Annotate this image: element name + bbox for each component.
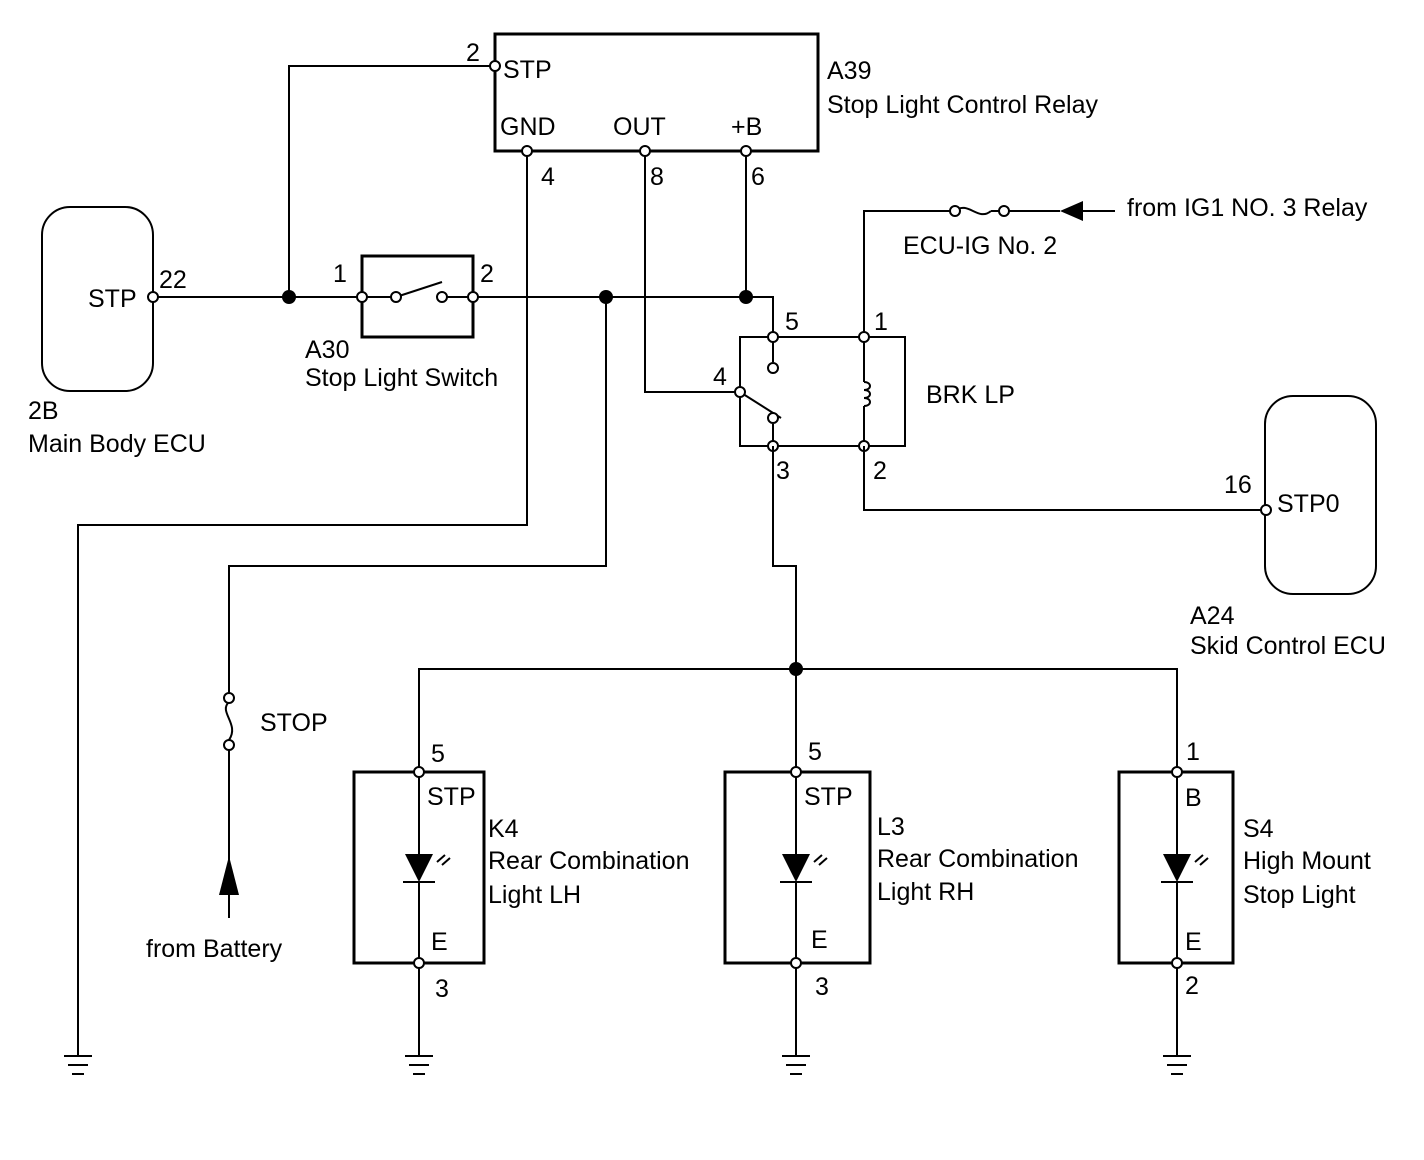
- wires-brk: [418, 446, 1266, 772]
- light-k4-top-label: STP: [427, 783, 476, 811]
- light-s4-code: S4: [1243, 815, 1274, 843]
- relay-gnd-label: GND: [500, 113, 556, 141]
- light-s4: 1 B E 2 S4 High Mount Stop Light: [1117, 738, 1371, 1055]
- light-emission-icon: [436, 854, 451, 866]
- relay-b-label: +B: [731, 113, 762, 141]
- stop-fuse: STOP from Battery: [146, 692, 328, 963]
- ig-source-arrow-icon: [1060, 201, 1083, 221]
- junction-dots: [282, 290, 803, 676]
- brk-lp-box: [739, 336, 906, 447]
- relay-a39-name: Stop Light Control Relay: [827, 91, 1098, 119]
- light-l3: 5 STP E 3 L3 Rear Combination Light RH: [723, 738, 1079, 1055]
- light-s4-name-line2: Stop Light: [1243, 881, 1356, 909]
- wires-main: [77, 65, 774, 1055]
- main-body-ecu-pin-number: 22: [159, 266, 187, 294]
- relay-b-pin-number: 6: [751, 163, 765, 191]
- switch-a30-name: Stop Light Switch: [305, 364, 498, 392]
- switch-pin1-number: 1: [333, 260, 347, 288]
- skid-ecu-code: A24: [1190, 602, 1235, 630]
- brk-lp-pin5-number: 5: [785, 308, 799, 336]
- brk-lp-pin2-number: 2: [873, 457, 887, 485]
- switch-pin2-number: 2: [480, 260, 494, 288]
- relay-a39-box: [493, 32, 820, 153]
- light-s4-name-line1: High Mount: [1243, 847, 1371, 875]
- light-s4-bottom-label: E: [1185, 928, 1202, 956]
- light-k4-bottom-label: E: [431, 928, 448, 956]
- brk-lp-label: BRK LP: [926, 381, 1015, 409]
- relay-stp-label: STP: [503, 56, 552, 84]
- skid-control-ecu: STP0 16 A24 Skid Control ECU: [1190, 395, 1386, 660]
- ground-icon: [64, 1055, 92, 1075]
- light-l3-bottom-pin-number: 3: [815, 973, 829, 1001]
- brk-lp-pin3-number: 3: [776, 457, 790, 485]
- light-k4-name-line2: Light LH: [488, 881, 581, 909]
- light-k4: 5 STP E 3 K4 Rear Combination Light LH: [352, 740, 690, 1055]
- main-body-ecu-name: Main Body ECU: [28, 430, 206, 458]
- ground-symbols: [64, 1055, 1191, 1075]
- main-body-ecu: STP 22 2B Main Body ECU: [28, 206, 206, 458]
- relay-stp-pin-number: 2: [466, 39, 480, 67]
- stop-light-switch: 1 2 A30 Stop Light Switch: [305, 254, 498, 392]
- light-emission-icon: [1194, 854, 1209, 866]
- ecu-ig-fuse-label: ECU-IG No. 2: [903, 232, 1057, 260]
- ground-icon: [405, 1055, 433, 1075]
- ground-icon: [1163, 1055, 1191, 1075]
- ecu-ig-fuse: from IG1 NO. 3 Relay ECU-IG No. 2: [863, 194, 1368, 336]
- led-icon: [1163, 854, 1191, 882]
- light-l3-name-line2: Light RH: [877, 878, 974, 906]
- light-k4-bottom-pin-number: 3: [435, 975, 449, 1003]
- light-l3-top-pin-number: 5: [808, 738, 822, 766]
- skid-ecu-name: Skid Control ECU: [1190, 632, 1386, 660]
- led-icon: [405, 854, 433, 882]
- light-s4-top-pin-number: 1: [1186, 738, 1200, 766]
- led-icon: [782, 854, 810, 882]
- skid-ecu-box: [1264, 395, 1377, 595]
- battery-arrow-icon: [219, 856, 239, 895]
- light-l3-bottom-label: E: [811, 926, 828, 954]
- light-k4-code: K4: [488, 815, 519, 843]
- brk-lp-relay: 5 1 4 3 2 BRK LP: [713, 308, 1015, 485]
- brk-lp-pin1-number: 1: [874, 308, 888, 336]
- light-l3-top-label: STP: [804, 783, 853, 811]
- brk-lp-pin4-number: 4: [713, 363, 727, 391]
- relay-a39-code: A39: [827, 57, 871, 85]
- light-s4-bottom-pin-number: 2: [1185, 972, 1199, 1000]
- switch-a30-code: A30: [305, 336, 349, 364]
- relay-out-pin-number: 8: [650, 163, 664, 191]
- ig1-relay-source-label: from IG1 NO. 3 Relay: [1127, 194, 1368, 222]
- stop-fuse-icon: [224, 701, 234, 741]
- stop-light-control-relay: STP 2 GND OUT +B 4 8 6 A39 Stop Light Co…: [466, 32, 1098, 191]
- battery-source-label: from Battery: [146, 935, 283, 963]
- main-body-ecu-stp-label: STP: [88, 285, 137, 313]
- skid-ecu-stp0-label: STP0: [1277, 490, 1340, 518]
- light-k4-name-line1: Rear Combination: [488, 847, 690, 875]
- main-body-ecu-code: 2B: [28, 397, 59, 425]
- light-emission-icon: [813, 854, 828, 866]
- ground-icon: [782, 1055, 810, 1075]
- light-l3-name-line1: Rear Combination: [877, 845, 1079, 873]
- light-s4-top-label: B: [1185, 784, 1202, 812]
- light-l3-code: L3: [877, 813, 905, 841]
- relay-coil-icon: [863, 381, 871, 407]
- relay-gnd-pin-number: 4: [541, 163, 555, 191]
- skid-ecu-pin-number: 16: [1224, 471, 1252, 499]
- stop-fuse-label: STOP: [260, 709, 328, 737]
- terminal-pins-top: [147, 60, 752, 303]
- relay-out-label: OUT: [613, 113, 666, 141]
- light-k4-top-pin-number: 5: [431, 740, 445, 768]
